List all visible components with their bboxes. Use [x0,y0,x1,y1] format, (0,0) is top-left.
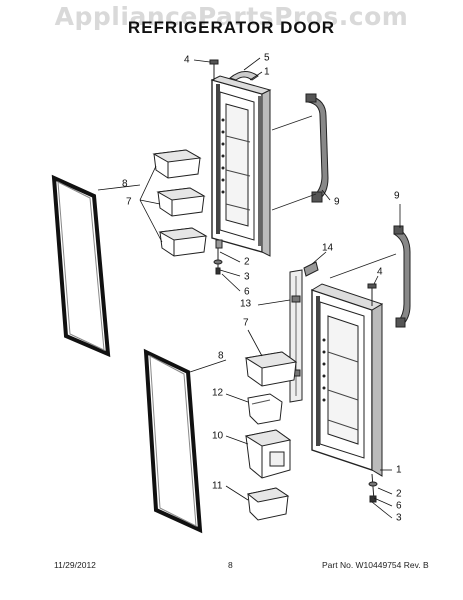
door-handle-right [393,225,411,328]
watermark: AppliancePartsPros.com [54,2,409,31]
callout-3-right: 3 [396,513,402,524]
callout-4-left: 4 [184,55,190,66]
callout-6-left: 6 [244,287,250,298]
callout-6-right: 6 [396,501,402,512]
callout-7-left: 7 [126,197,132,208]
callout-8-right: 8 [218,351,224,362]
footer-date: 11/29/2012 [54,560,96,570]
hinge-pin-right-bottom [368,473,378,503]
callout-4-right: 4 [377,267,383,278]
door-gasket-left [51,174,111,358]
callout-7-right: 7 [243,318,249,329]
hinge-screw-right [367,283,377,306]
left-door-liner [210,75,272,257]
callout-11: 11 [212,481,223,492]
footer-page-number: 8 [228,560,233,570]
right-door-liner [310,283,384,477]
leader-lines [97,57,401,519]
callout-5: 5 [264,53,270,64]
callout-2-right: 2 [396,489,402,500]
callout-14: 14 [322,243,334,254]
door-bin-2 [156,187,206,217]
diagram-title: REFRIGERATOR DOOR [127,18,336,37]
callout-9-left: 9 [334,197,340,208]
mullion-hinge [303,261,319,277]
callout-10: 10 [212,431,224,442]
door-gasket-right [143,348,203,534]
top-hinge-cap [229,71,259,81]
callout-9-right: 9 [394,191,400,202]
hinge-screw-top [209,59,219,80]
door-bin-3 [158,227,208,257]
callout-1-left: 1 [264,67,270,78]
lower-door-bin [246,487,290,521]
callout-1-right: 1 [396,465,402,476]
callout-2-left: 2 [244,257,250,268]
door-bin-4 [244,351,298,387]
hinge-pin-bottom [213,248,223,275]
footer-part-number: Part No. W10449754 Rev. B [322,560,429,570]
callout-3-left: 3 [244,272,250,283]
callout-12: 12 [212,388,224,399]
dairy-door [247,393,283,425]
callout-8-left: 8 [122,179,128,190]
callout-13: 13 [240,299,252,310]
door-handle-left [305,93,329,203]
mullion-bar [289,269,303,403]
ice-bin-housing [244,429,292,479]
door-bin-1 [152,149,202,179]
